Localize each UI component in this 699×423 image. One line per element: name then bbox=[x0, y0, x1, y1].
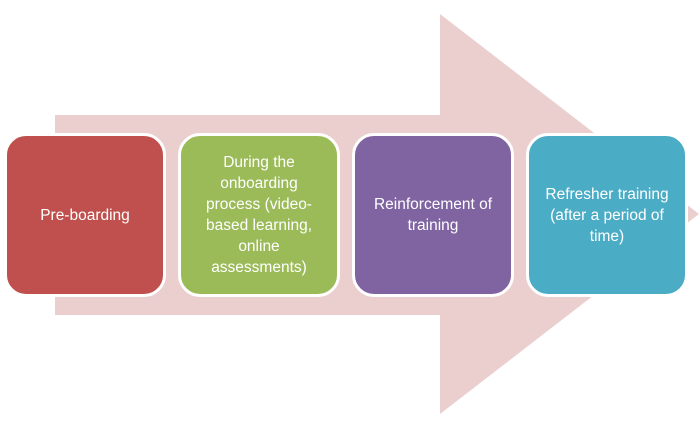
step-label: During the onboarding process (video-bas… bbox=[206, 154, 312, 276]
step-pre-boarding: Pre-boarding bbox=[4, 133, 166, 297]
step-reinforcement: Reinforcement of training bbox=[352, 133, 514, 297]
step-label: Refresher training (after a period of ti… bbox=[545, 185, 669, 245]
step-label: Reinforcement of training bbox=[373, 196, 493, 234]
step-refresher: Refresher training (after a period of ti… bbox=[526, 133, 688, 297]
step-label: Pre-boarding bbox=[40, 206, 130, 224]
step-during-onboarding: During the onboarding process (video-bas… bbox=[178, 133, 340, 297]
